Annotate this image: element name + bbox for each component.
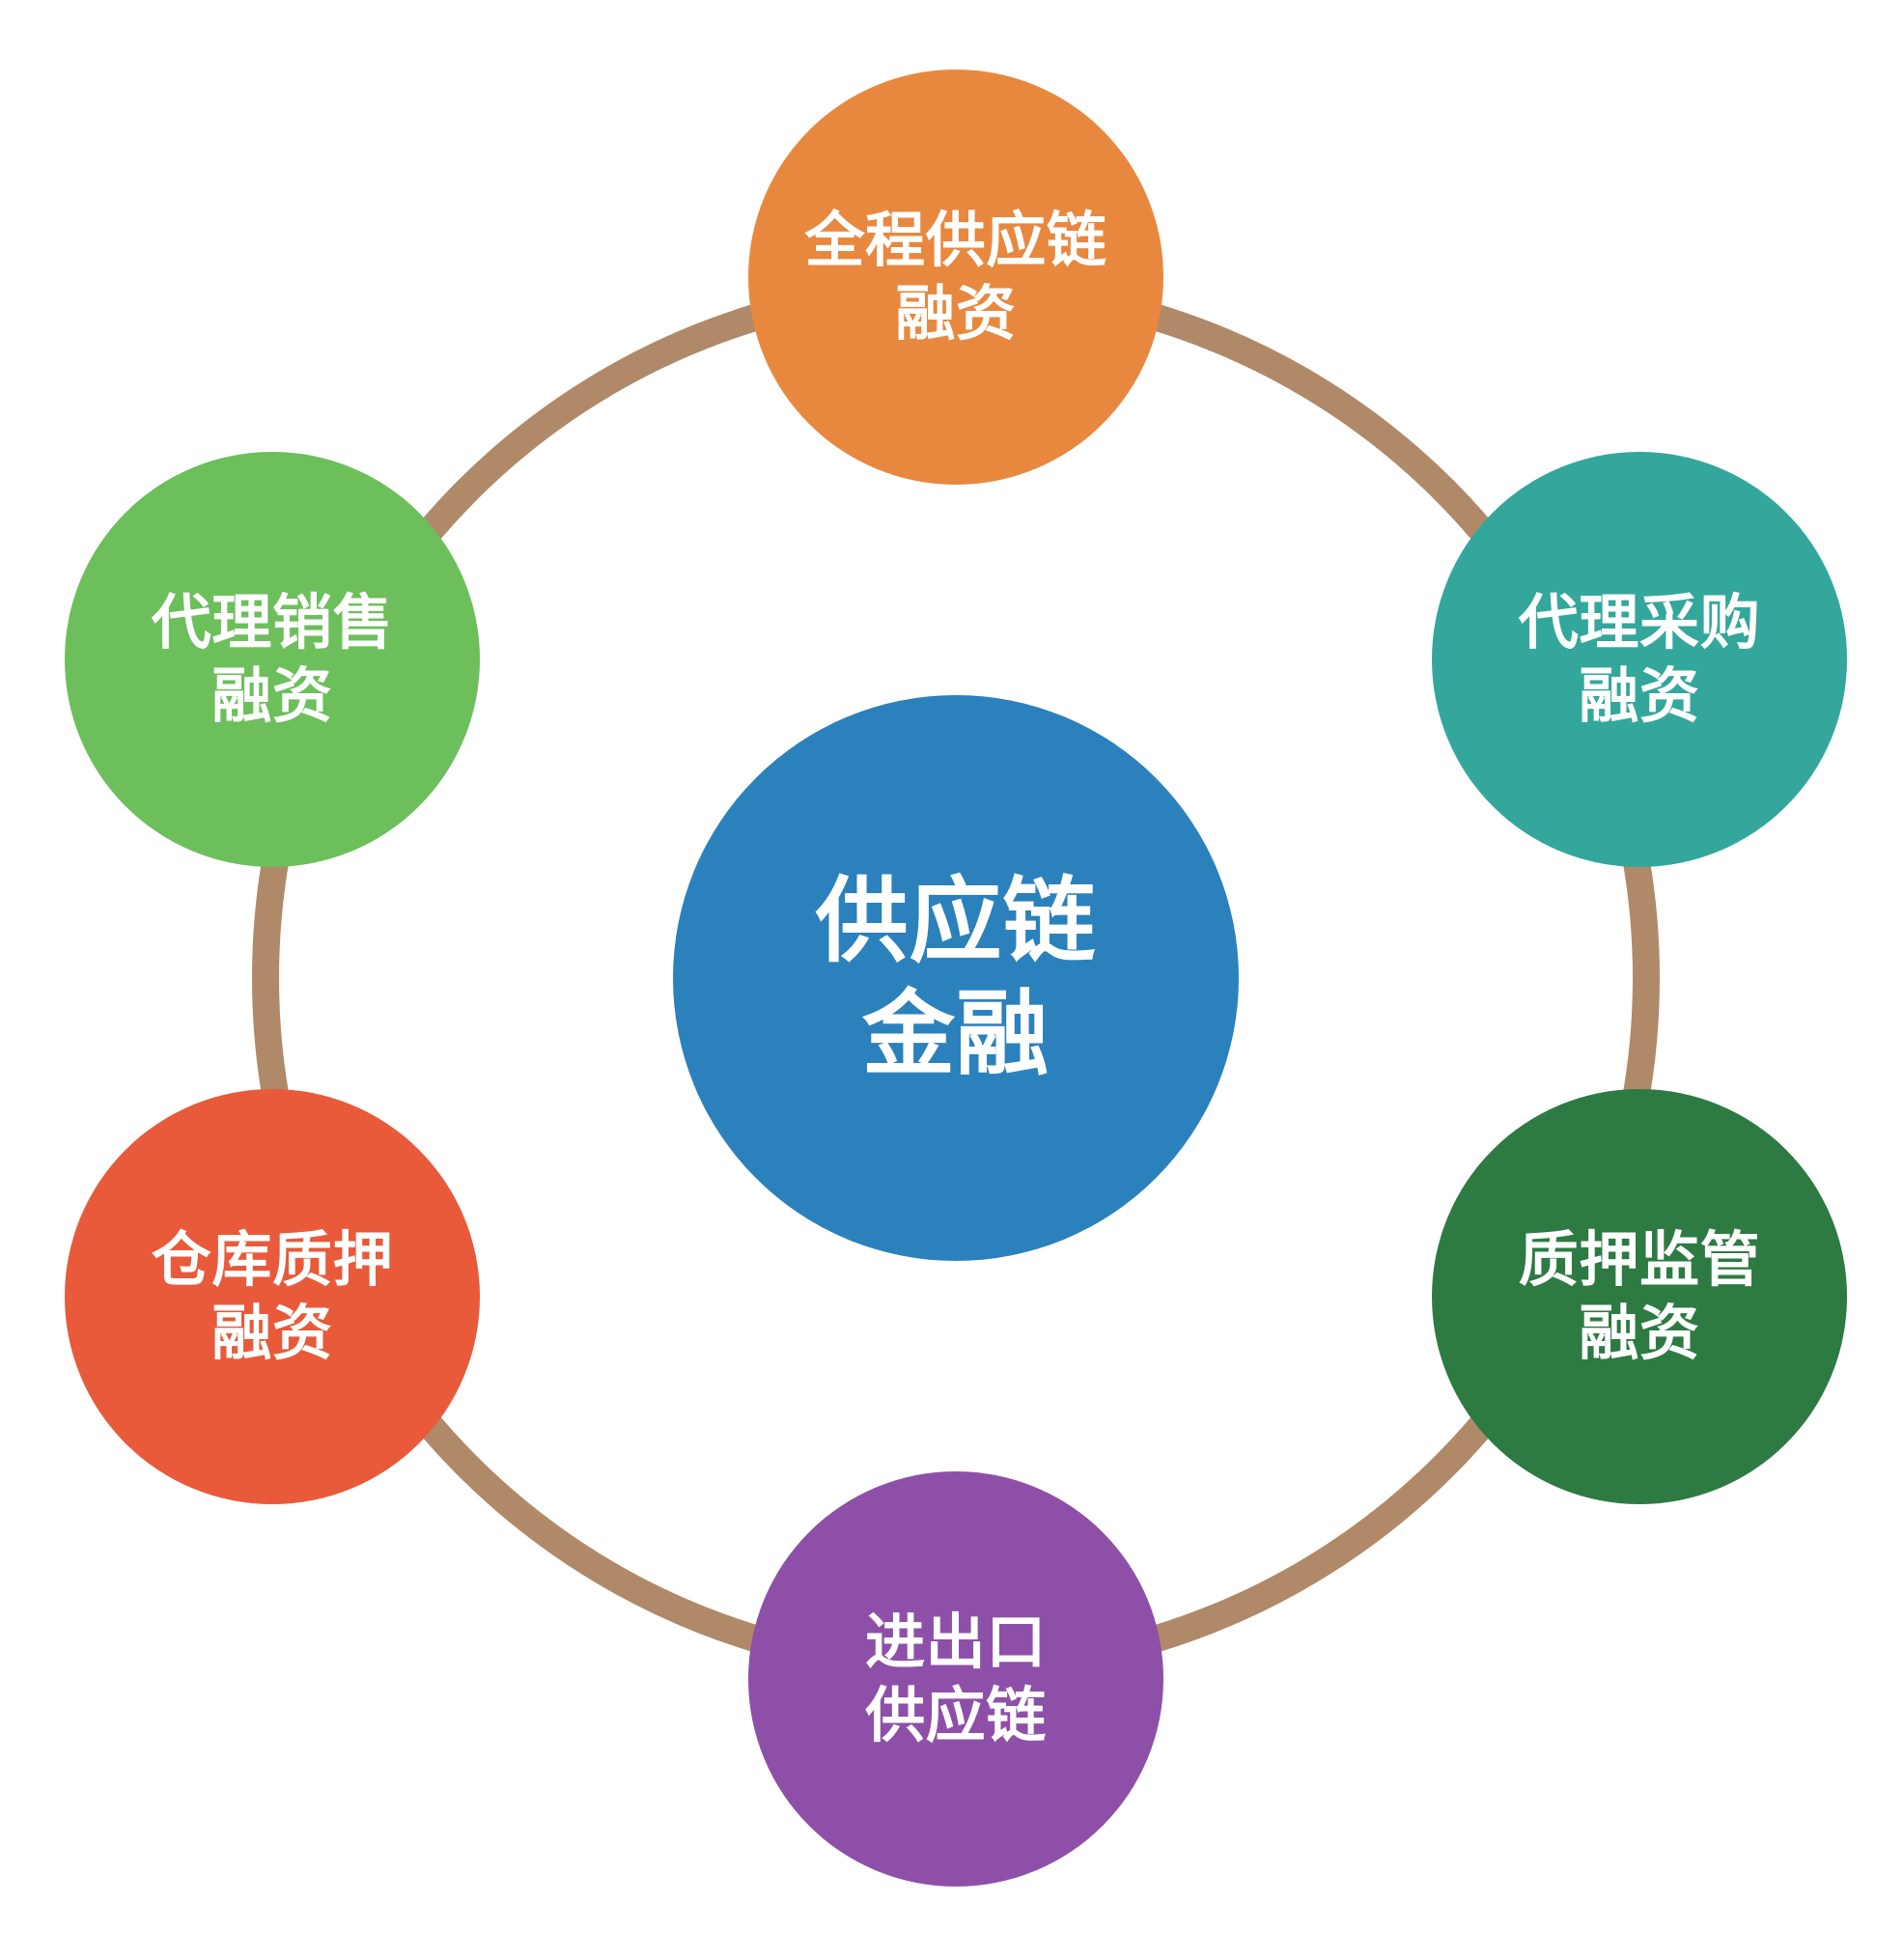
node-full-supply-chain-financing[interactable]: 全程供应链 融资 <box>748 70 1163 485</box>
hub-label-line-1: 供应链 <box>815 866 1097 975</box>
node-label-line-1: 进出口 <box>865 1607 1047 1678</box>
node-label-line-1: 代理销售 <box>151 587 394 658</box>
supply-chain-finance-hub[interactable]: 供应链 金融 <box>673 695 1239 1261</box>
node-label-line-2: 融资 <box>211 1298 333 1368</box>
node-label-line-2: 融资 <box>1579 1298 1700 1368</box>
hub-label-line-2: 金融 <box>862 980 1050 1088</box>
node-agency-procurement-financing[interactable]: 代理采购 融资 <box>1432 452 1847 867</box>
node-import-export-supply-chain[interactable]: 进出口 供应链 <box>748 1471 1163 1887</box>
node-label-line-2: 融资 <box>895 278 1017 349</box>
node-agency-sales-financing[interactable]: 代理销售 融资 <box>65 452 480 867</box>
node-label-line-2: 供应链 <box>865 1680 1047 1750</box>
node-label-line-1: 代理采购 <box>1518 587 1761 658</box>
node-label-line-2: 融资 <box>211 660 333 731</box>
node-pledge-supervision-financing[interactable]: 质押监管 融资 <box>1432 1089 1847 1504</box>
node-label-line-1: 质押监管 <box>1518 1224 1761 1296</box>
node-warehouse-pledge-financing[interactable]: 仓库质押 融资 <box>65 1089 480 1504</box>
node-label-line-1: 全程供应链 <box>804 205 1107 276</box>
node-label-line-2: 融资 <box>1579 660 1700 731</box>
node-label-line-1: 仓库质押 <box>151 1224 394 1296</box>
